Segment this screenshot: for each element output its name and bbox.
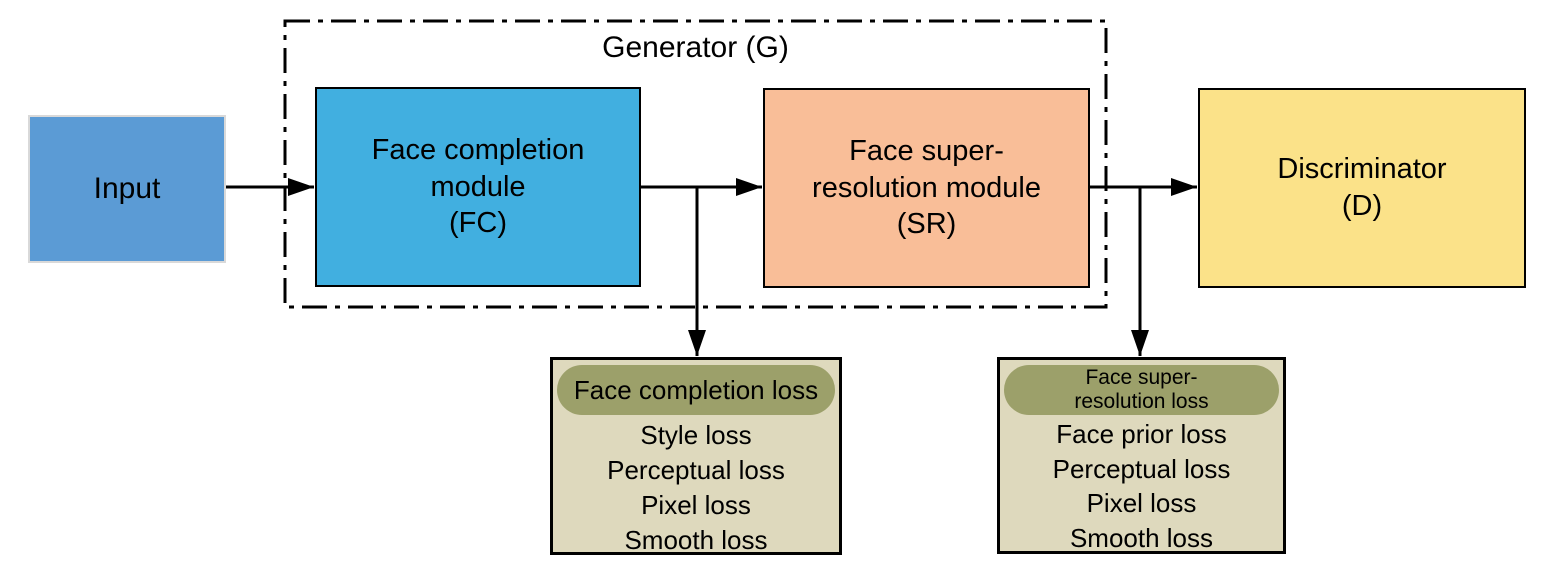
loss-item: Pixel loss (641, 490, 751, 520)
loss-item: Pixel loss (1086, 488, 1197, 518)
discriminator-name: Discriminator (1277, 153, 1447, 186)
sr-module-box: Face super- resolution module (SR) (763, 88, 1090, 288)
loss-item: Face prior loss (1056, 419, 1227, 449)
sr-module-name: Face super- resolution module (812, 135, 1041, 204)
discriminator-box: Discriminator (D) (1198, 88, 1526, 288)
fc-loss-items: Style loss Perceptual loss Pixel loss Sm… (556, 418, 836, 558)
sr-loss-panel: Face super- resolution loss Face prior l… (997, 357, 1286, 554)
loss-item: Perceptual loss (607, 455, 785, 485)
loss-item: Perceptual loss (1052, 453, 1231, 484)
loss-item: Smooth loss (624, 525, 768, 555)
fc-module-box: Face completion module (FC) (315, 87, 641, 287)
loss-item: Style loss (640, 420, 752, 450)
sr-loss-items: Face prior loss Perceptual loss Pixel lo… (1003, 417, 1280, 555)
fc-module-name: Face completion module (371, 134, 585, 203)
input-box: Input (28, 115, 226, 263)
generator-dashed-frame (283, 19, 1108, 309)
input-label: Input (93, 172, 161, 206)
sr-module-abbrev: (SR) (896, 208, 957, 241)
sr-loss-header-pill: Face super- resolution loss (1004, 365, 1279, 415)
loss-item: Smooth loss (1069, 522, 1214, 553)
generator-title: Generator (G) (602, 31, 789, 64)
fc-loss-panel: Face completion loss Style loss Perceptu… (550, 357, 842, 555)
fc-loss-header-pill: Face completion loss (557, 365, 835, 415)
discriminator-abbrev: (D) (1341, 190, 1383, 222)
fc-module-abbrev: (FC) (449, 207, 507, 240)
